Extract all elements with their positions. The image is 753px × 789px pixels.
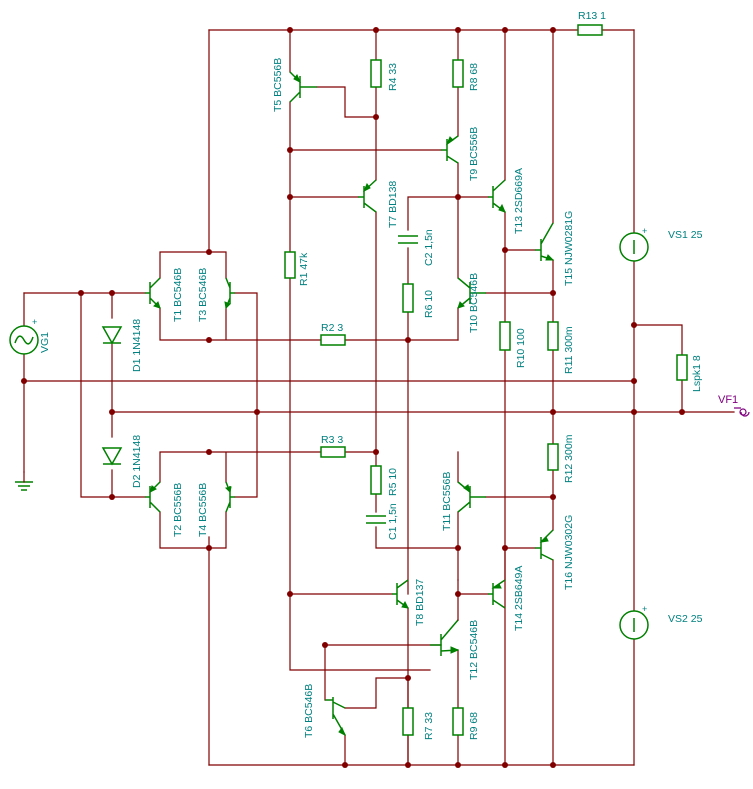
label-r8: R8 68 [468, 63, 480, 91]
label-r5: R5 10 [387, 468, 399, 496]
resistor-r12 [547, 443, 559, 471]
wires [23, 29, 735, 766]
label-r2: R2 3 [321, 322, 343, 334]
label-t9: T9 BC556B [468, 127, 480, 181]
capacitor-c1 [366, 515, 386, 524]
capacitors [366, 235, 418, 524]
label-vs2: VS2 25 [668, 613, 703, 625]
label-c2: C2 1,5n [423, 229, 435, 266]
label-t10: T10 BC546B [468, 273, 480, 333]
transistor-t6 [325, 697, 346, 737]
label-r11: R11 300m [563, 326, 575, 374]
label-vf1: VF1 [718, 394, 738, 406]
label-r12: R12 300m [563, 434, 575, 483]
label-t8: T8 BD137 [414, 579, 426, 626]
resistor-r3 [320, 446, 346, 458]
resistor-r10 [499, 321, 511, 351]
diode-d1 [101, 326, 123, 345]
label-t14: T14 2SB649A [513, 566, 525, 631]
voltage-source-vs2: + [619, 604, 649, 640]
label-t7: T7 BD138 [387, 181, 399, 228]
label-d2: D2 1N4148 [131, 435, 143, 488]
component-labels: R13 1 R2 3 R3 3 VS1 25 VS2 25 VF1 VG1 D1… [39, 10, 738, 740]
resistor-r6 [402, 283, 414, 313]
label-r3: R3 3 [321, 434, 343, 446]
sources: + + + [9, 226, 750, 640]
diodes [101, 326, 123, 466]
transistor-t16 [535, 529, 554, 561]
transistor-t9 [441, 135, 459, 164]
transistors [145, 71, 555, 737]
label-t4: T4 BC556B [197, 483, 209, 537]
resistor-r13 [577, 24, 603, 36]
resistor-r1 [284, 251, 296, 279]
label-lspk: Lspk1 8 [691, 355, 703, 392]
label-r13: R13 1 [578, 10, 606, 22]
svg-text:+: + [642, 604, 647, 614]
resistor-r8 [452, 59, 464, 88]
transistor-t15 [535, 222, 555, 261]
transistor-t4 [224, 481, 235, 513]
transistor-t10 [457, 277, 486, 309]
resistor-lspk [676, 354, 688, 381]
ground-symbol [15, 471, 33, 491]
resistor-r4 [370, 59, 382, 88]
resistor-r9 [452, 707, 464, 736]
label-t3: T3 BC546B [197, 268, 209, 322]
transistor-t1 [145, 277, 161, 309]
label-t11: T11 BC556B [441, 472, 453, 531]
label-t1: T1 BC546B [172, 268, 184, 322]
label-t15: T15 NJW0281G [563, 211, 575, 286]
voltage-source-vs1: + [619, 226, 649, 262]
resistor-r2 [320, 334, 346, 346]
resistor-r11 [547, 321, 559, 351]
label-vg1: VG1 [39, 332, 51, 353]
transistor-t5 [289, 71, 317, 103]
resistor-r7 [402, 707, 414, 736]
label-vs1: VS1 25 [668, 229, 703, 241]
svg-text:+: + [642, 226, 647, 236]
transistor-t7 [358, 179, 377, 213]
label-r9: R9 68 [468, 712, 480, 740]
label-r6: R6 10 [423, 290, 435, 318]
probe-vf1 [734, 407, 750, 417]
resistors [284, 24, 688, 736]
label-r7: R7 33 [423, 712, 435, 740]
label-t12: T12 BC546B [468, 620, 480, 680]
label-r4: R4 33 [387, 63, 399, 91]
transistor-t12 [430, 619, 460, 656]
transistor-t8 [392, 579, 409, 609]
transistor-t11 [457, 481, 486, 513]
label-r10: R10 100 [515, 328, 527, 368]
label-t5: T5 BC556B [272, 58, 284, 112]
transistor-t2 [145, 481, 161, 513]
label-t2: T2 BC556B [172, 483, 184, 537]
label-c1: C1 1,5n [387, 503, 399, 540]
label-t13: T13 2SD669A [513, 168, 525, 234]
capacitor-c2 [398, 235, 418, 244]
label-d1: D1 1N4148 [131, 319, 143, 372]
signal-generator-vg1: + [9, 317, 39, 355]
diode-d2 [101, 447, 123, 466]
svg-text:+: + [32, 317, 37, 327]
transistor-t13 [488, 179, 506, 213]
resistor-r5 [370, 465, 382, 495]
label-t6: T6 BC546B [303, 684, 315, 738]
junctions [21, 27, 685, 768]
label-r1: R1 47k [298, 252, 310, 286]
transistor-t3 [224, 277, 235, 310]
label-t16: T16 NJW0302G [563, 515, 575, 590]
transistor-t14 [488, 579, 506, 609]
